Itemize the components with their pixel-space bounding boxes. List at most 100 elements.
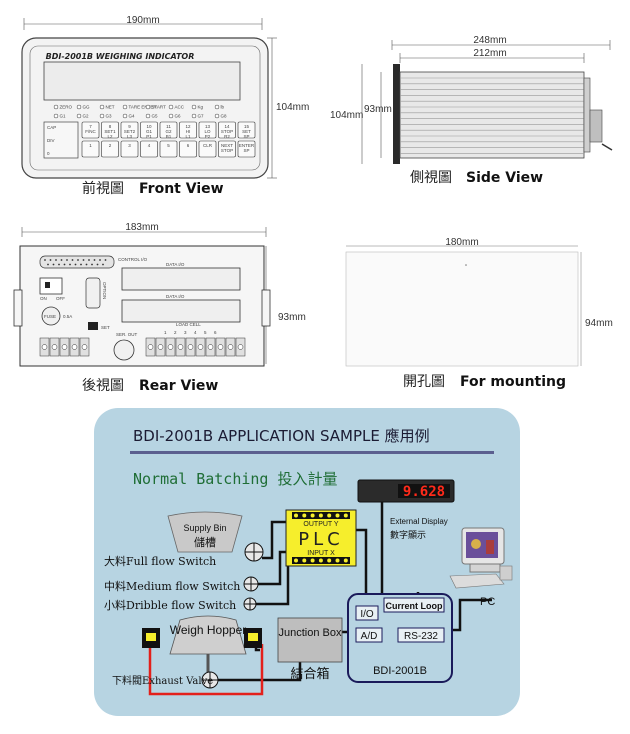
supply-bin <box>167 511 243 553</box>
front-key[interactable] <box>101 121 119 139</box>
dribble-flow-switch-label: 小料Dribble flow Switch <box>104 598 236 612</box>
front-key[interactable] <box>237 140 256 158</box>
connector-pin <box>80 263 82 266</box>
plc-input-label: INPUT X <box>307 550 335 557</box>
front-key[interactable] <box>159 121 178 139</box>
front-key[interactable] <box>198 140 217 158</box>
load-cell-number: 2 <box>174 330 177 335</box>
front-key-label: STOP <box>221 148 233 153</box>
status-label: G4 <box>129 114 136 119</box>
ad-block <box>355 627 383 643</box>
terminal-screw-icon <box>167 344 174 350</box>
device-label: BDI-2001B <box>373 665 427 677</box>
front-key[interactable] <box>218 121 236 139</box>
load-cell-left-icon <box>142 628 160 648</box>
rear-view-caption-cn: 後視圖 <box>82 378 124 394</box>
status-led-icon <box>76 113 82 119</box>
connector-pin <box>47 263 49 266</box>
status-label: ZERO <box>60 105 73 110</box>
data-io-slot-1 <box>121 267 241 291</box>
front-key-label: 11 <box>166 124 171 129</box>
front-key[interactable] <box>179 121 197 139</box>
front-key-label: 1 <box>89 143 92 148</box>
weigh-hopper <box>169 615 247 655</box>
weigh-hopper-label: Weigh Hopper <box>170 623 247 637</box>
medium-flow-switch-label: 中料Medium flow Switch <box>104 579 240 593</box>
control-io-port <box>39 255 115 269</box>
external-display-value: 9.628 <box>403 484 445 500</box>
set-label: SET <box>101 325 110 330</box>
connector-pin <box>99 259 101 261</box>
status-led-icon <box>122 113 128 119</box>
front-key[interactable] <box>81 121 100 139</box>
plc-terminal-icon <box>310 558 315 563</box>
load-cell-right-icon <box>244 628 262 648</box>
mounting-width-label: 180mm <box>445 237 478 248</box>
terminal-screw-icon <box>207 344 214 350</box>
connector-pin <box>91 263 93 266</box>
front-key-label: R2 <box>224 134 230 139</box>
junction-box-label-cn: 結合箱 <box>290 666 329 682</box>
status-led-icon <box>214 104 220 110</box>
plc-terminal-icon <box>318 558 323 563</box>
front-key[interactable] <box>81 140 100 158</box>
status-led-icon <box>76 104 82 110</box>
ser-out-label: SER. OUT <box>116 332 138 337</box>
front-key[interactable] <box>237 121 256 139</box>
load-cell-number: 4 <box>194 330 197 335</box>
status-label: G7 <box>198 114 205 119</box>
front-key[interactable] <box>140 140 158 158</box>
front-key[interactable] <box>101 140 119 158</box>
plc-terminal-icon <box>327 513 332 518</box>
data-io-label-1: DATA I/O <box>166 262 185 267</box>
option-label: OPTION <box>102 282 107 299</box>
supply-bin-label-en: Supply Bin <box>183 523 226 533</box>
front-key-label: 10 <box>146 124 152 129</box>
data-io-slot-2 <box>121 299 241 323</box>
load-cell-number: 3 <box>184 330 187 335</box>
front-key-label: SET2 <box>124 129 136 134</box>
valve-full-flow-icon <box>244 542 264 562</box>
set-switch <box>88 322 98 330</box>
connector-pin <box>102 263 104 266</box>
full-flow-switch-label: 大料Full flow Switch <box>104 554 216 568</box>
connector-pin <box>85 263 88 266</box>
terminal-screw-icon <box>197 344 204 350</box>
load-cell-label: LOAD CELL <box>176 322 201 327</box>
front-key[interactable] <box>120 121 139 139</box>
connector-pin <box>63 263 66 266</box>
front-side-label: CAP <box>47 125 56 130</box>
terminal-screw-icon <box>187 344 194 350</box>
terminal-screw-icon <box>217 344 224 350</box>
terminal-screw-icon <box>81 344 88 350</box>
side-body <box>399 71 585 159</box>
front-key[interactable] <box>179 140 197 158</box>
front-key-label: 9 <box>128 124 131 129</box>
front-key[interactable] <box>159 140 178 158</box>
front-key[interactable] <box>218 140 236 158</box>
connector-pin <box>44 259 46 261</box>
plc-terminal-icon <box>343 558 348 563</box>
front-key[interactable] <box>120 140 139 158</box>
exhaust-valve-label: 下料閥Exhaust Valve <box>112 674 213 687</box>
junction-box-label-en: Junction Box <box>279 627 342 639</box>
terminal-screw-icon <box>147 344 154 350</box>
front-key[interactable] <box>198 121 217 139</box>
plc-terminal-icon <box>302 558 307 563</box>
power-switch <box>39 277 63 295</box>
status-led-icon <box>145 104 151 110</box>
terminal-screw-icon <box>177 344 184 350</box>
application-title: BDI-2001B APPLICATION SAMPLE 應用例 <box>133 427 430 445</box>
connector-pin <box>55 259 57 261</box>
status-label: G8 <box>221 114 228 119</box>
front-key-label: L2 <box>107 134 113 139</box>
status-label: lb <box>221 105 225 110</box>
io-label: I/O <box>360 609 374 620</box>
rs232-block <box>397 627 445 643</box>
front-key-label: SP <box>243 148 249 153</box>
side-height-inner: 93mm <box>364 104 392 115</box>
front-key[interactable] <box>140 121 158 139</box>
pc-icon <box>449 527 513 589</box>
rear-ear-right <box>261 289 271 327</box>
mounting-caption-en: For mounting <box>460 374 566 390</box>
